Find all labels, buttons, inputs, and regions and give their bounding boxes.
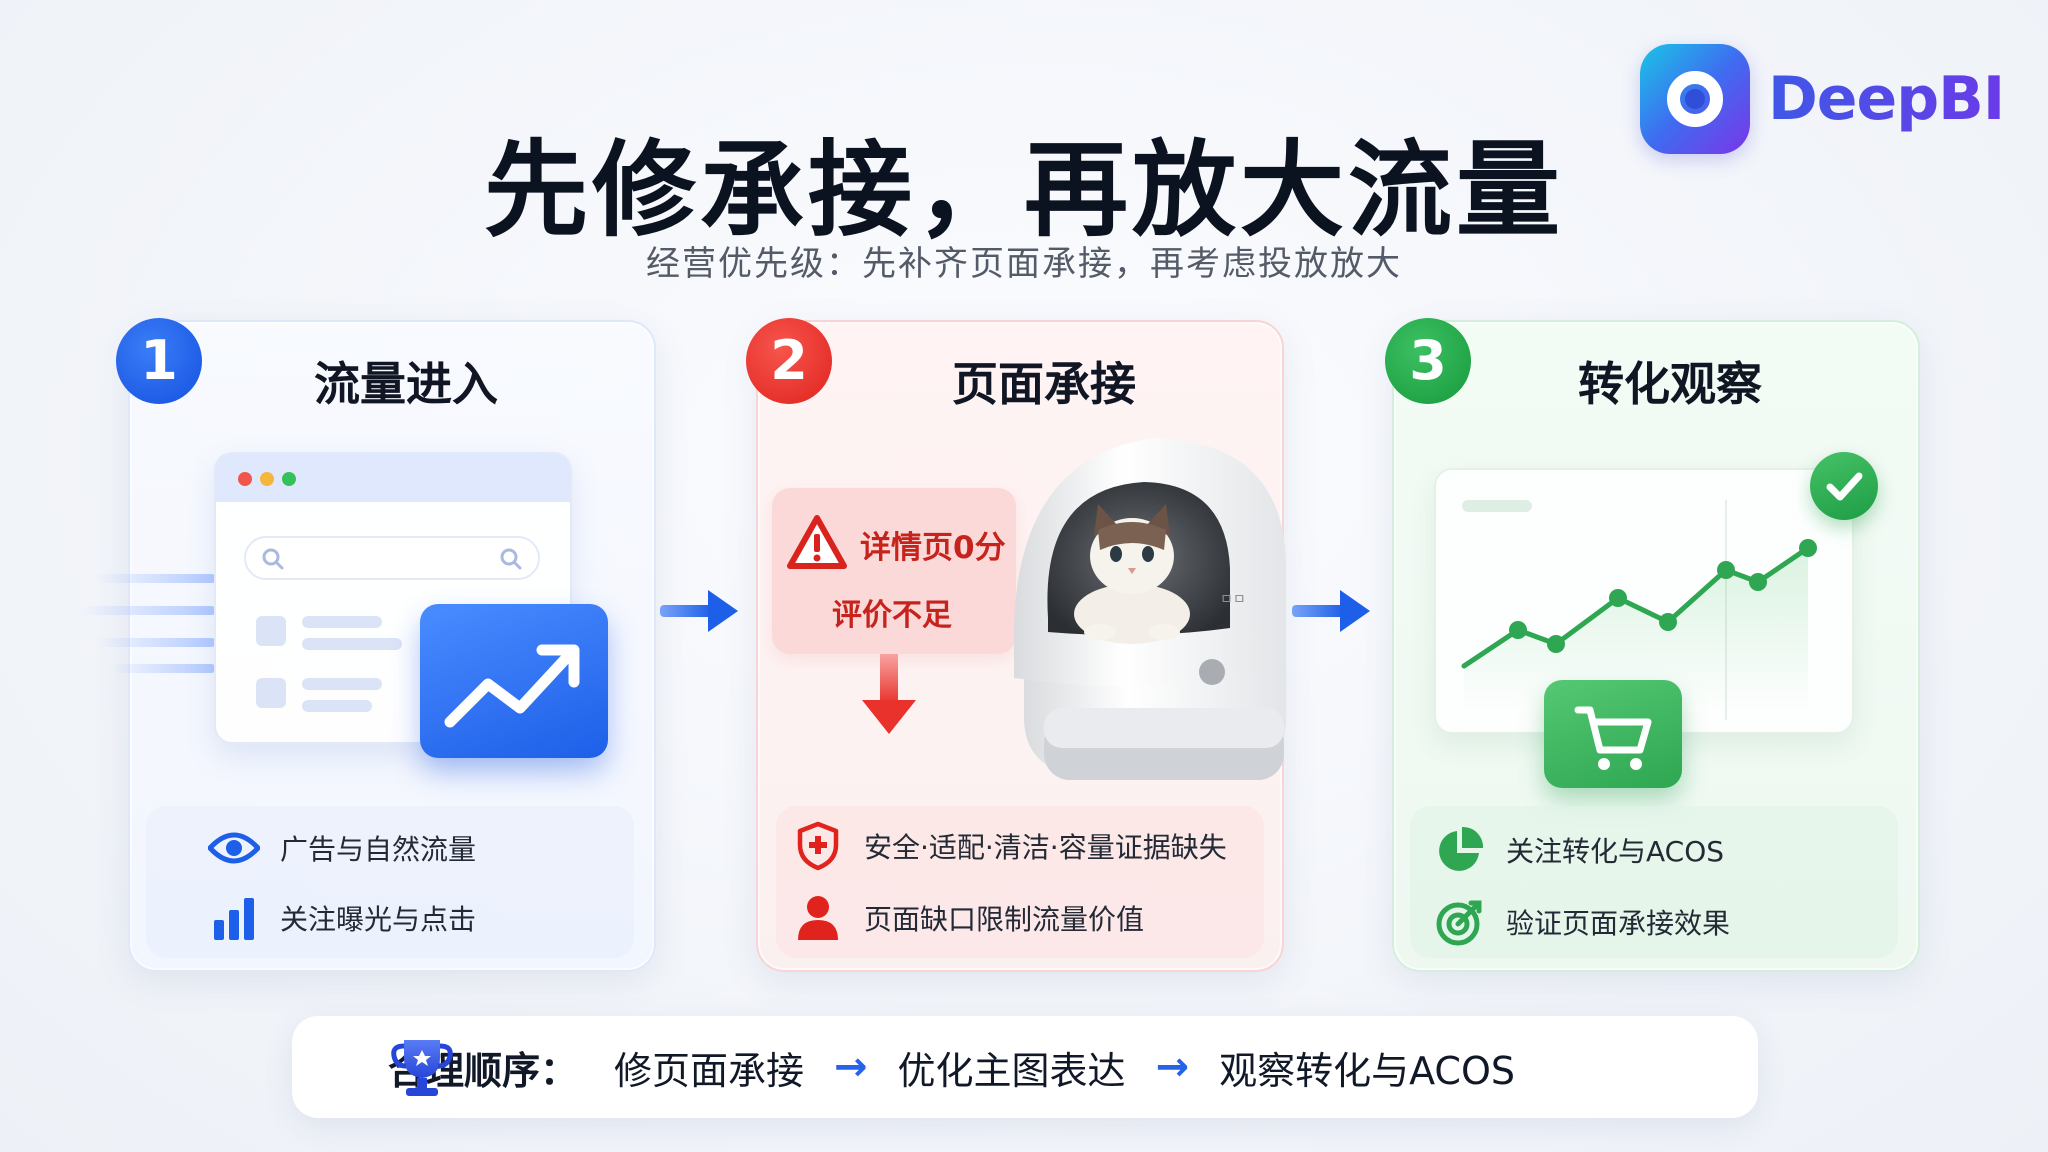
step-title: 流量进入 bbox=[314, 357, 498, 411]
step-number-badge: 3 bbox=[1385, 318, 1471, 404]
step-details-panel bbox=[1410, 806, 1898, 958]
warning-title: 详情页0分 bbox=[860, 530, 1006, 566]
pie-chart-icon bbox=[1434, 826, 1486, 874]
arrow-right-icon: → bbox=[1155, 1044, 1190, 1090]
step-number-badge: 1 bbox=[116, 318, 202, 404]
detail-item: 关注曝光与点击 bbox=[208, 894, 476, 942]
warning-callout bbox=[772, 488, 1016, 654]
arrow-right-icon bbox=[660, 590, 738, 632]
arrow-right-icon bbox=[1292, 590, 1370, 632]
user-icon bbox=[792, 894, 844, 942]
trophy-icon bbox=[391, 1040, 453, 1096]
step-title: 转化观察 bbox=[1578, 357, 1762, 411]
growth-chart-illustration bbox=[1434, 468, 1854, 734]
shopping-cart-icon bbox=[1544, 680, 1682, 788]
speed-line bbox=[80, 606, 216, 615]
svg-text:ㅁㅁ: ㅁㅁ bbox=[1220, 592, 1246, 608]
target-icon bbox=[1434, 898, 1486, 946]
page-title: 先修承接，再放大流量 bbox=[483, 129, 1564, 251]
speed-line bbox=[110, 664, 216, 673]
check-icon bbox=[1810, 452, 1878, 520]
search-icon bbox=[262, 548, 284, 570]
arrow-right-icon: → bbox=[834, 1044, 868, 1090]
brand-logo: DeepBI bbox=[1640, 44, 2005, 154]
arrow-down-icon bbox=[862, 654, 916, 734]
search-icon bbox=[500, 548, 522, 570]
bar-chart-icon bbox=[208, 894, 260, 942]
warning-icon bbox=[787, 515, 847, 569]
search-bar-illustration bbox=[244, 536, 540, 580]
step-details-panel bbox=[146, 806, 634, 958]
step-title: 页面承接 bbox=[952, 357, 1136, 411]
step-number-badge: 2 bbox=[746, 318, 832, 404]
detail-item: 页面缺口限制流量价值 bbox=[792, 894, 1144, 942]
sequence-banner: 合理顺序： 修页面承接 → 优化主图表达 → 观察转化与ACOS bbox=[292, 1016, 1758, 1118]
detail-item: 关注转化与ACOS bbox=[1434, 826, 1724, 874]
detail-item: 广告与自然流量 bbox=[208, 824, 476, 872]
deepbi-logo-icon bbox=[1640, 44, 1750, 154]
trend-up-icon bbox=[420, 604, 608, 758]
speed-line bbox=[96, 574, 216, 583]
detail-item: 安全·适配·清洁·容量证据缺失 bbox=[792, 821, 1227, 871]
eye-icon bbox=[208, 824, 260, 872]
detail-item: 验证页面承接效果 bbox=[1434, 898, 1730, 946]
product-image: ㅁㅁ bbox=[1013, 438, 1286, 780]
shield-plus-icon bbox=[792, 821, 844, 871]
sequence-step: 优化主图表达 bbox=[897, 1048, 1126, 1093]
warning-subtitle: 评价不足 bbox=[832, 598, 952, 633]
step-details-panel bbox=[776, 806, 1264, 958]
sequence-step: 修页面承接 bbox=[614, 1048, 805, 1093]
speed-line bbox=[96, 638, 216, 647]
brand-name: DeepBI bbox=[1768, 64, 2005, 134]
page-subtitle: 经营优先级：先补齐页面承接，再考虑投放放大 bbox=[646, 244, 1402, 284]
sequence-step: 观察转化与ACOS bbox=[1219, 1048, 1515, 1093]
